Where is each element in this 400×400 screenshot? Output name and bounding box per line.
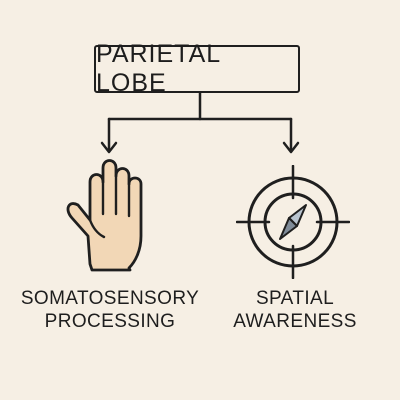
somatosensory-label-line1: SOMATOSENSORY [20,288,200,309]
parietal-lobe-box: PARIETAL LOBE [94,40,300,97]
spatial-label-line2: AWARENESS [233,311,357,332]
hand-icon [66,159,143,272]
compass-icon [236,165,350,279]
right-arrowhead [282,141,300,154]
parietal-lobe-title: PARIETAL LOBE [96,40,221,97]
spatial-label-line1: SPATIAL [255,288,335,309]
spatial-awareness-label: SPATIAL AWARENESS [220,287,370,333]
somatosensory-label-line2: PROCESSING [44,311,176,332]
somatosensory-processing-label: SOMATOSENSORY PROCESSING [10,287,210,333]
left-arrowhead [100,141,118,154]
